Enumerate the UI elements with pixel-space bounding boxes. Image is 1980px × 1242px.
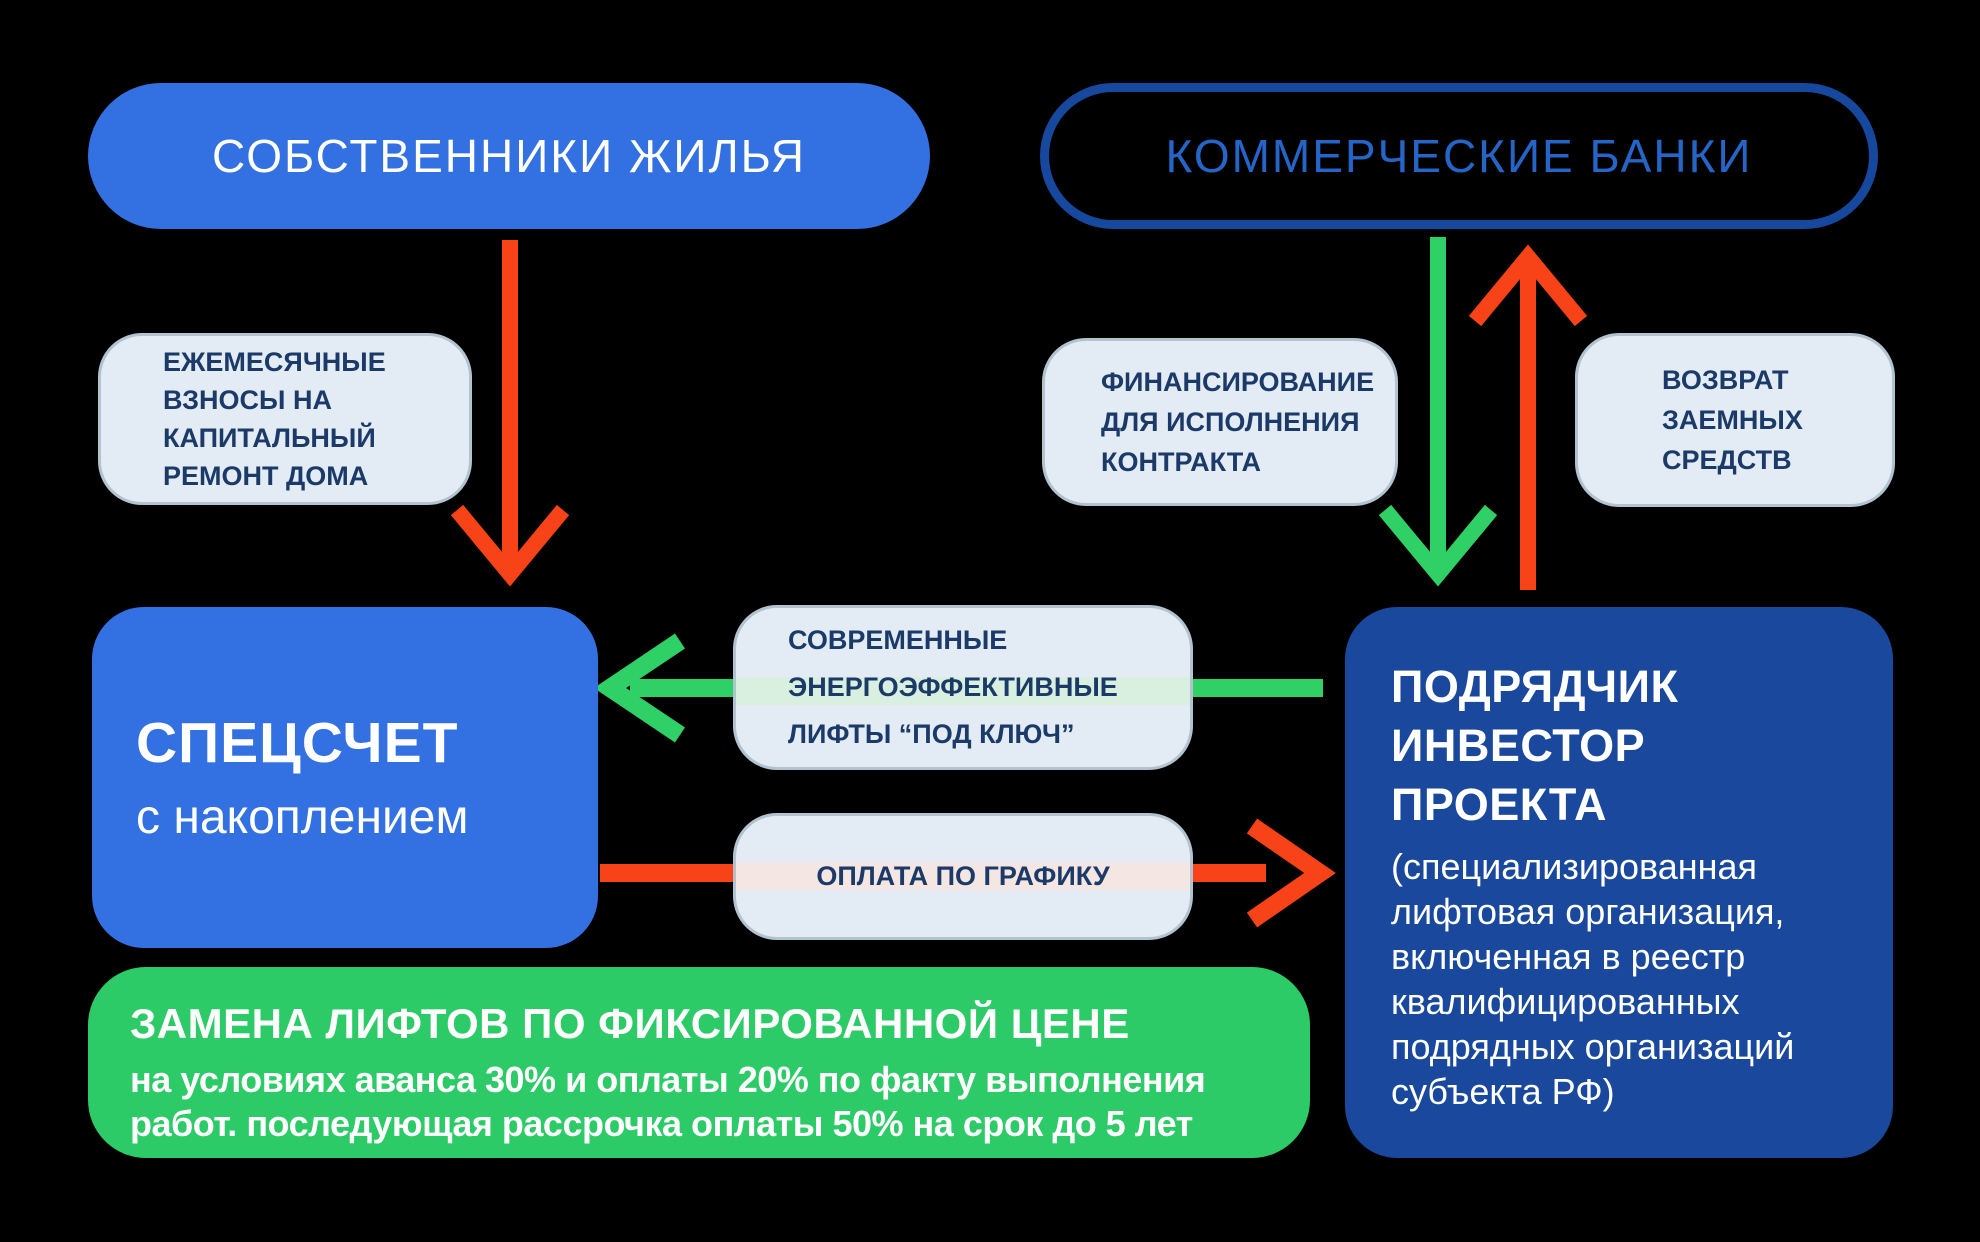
arrow-tint-band <box>736 862 1190 890</box>
label-line: ЕЖЕМЕСЯЧНЫЕ <box>163 347 386 377</box>
fixed-price-title: ЗАМЕНА ЛИФТОВ ПО ФИКСИРОВАННОЙ ЦЕНЕ <box>130 1000 1130 1047</box>
red-down-arrow <box>444 240 576 590</box>
contractor-node: ПОДРЯДЧИК ИНВЕСТОР ПРОЕКТА (специализиро… <box>1345 607 1893 1158</box>
lifts-label-box: СОВРЕМЕННЫЕ ЭНЕРГОЭФФЕКТИВНЫЕ ЛИФТЫ “ПОД… <box>733 605 1193 770</box>
label-line: СРЕДСТВ <box>1662 445 1792 475</box>
label-line: ДЛЯ ИСПОЛНЕНИЯ <box>1101 407 1360 437</box>
label-line: ЛИФТЫ “ПОД КЛЮЧ” <box>788 719 1075 749</box>
green-down-arrow <box>1372 237 1504 590</box>
contractor-title-line: ПОДРЯДЧИК <box>1391 661 1679 712</box>
owners-label: СОБСТВЕННИКИ ЖИЛЬЯ <box>211 130 807 182</box>
contractor-title-line: ПРОЕКТА <box>1391 779 1608 830</box>
fixed-price-banner: ЗАМЕНА ЛИФТОВ ПО ФИКСИРОВАННОЙ ЦЕНЕ на у… <box>88 967 1310 1158</box>
arrow-tint-band <box>736 677 1190 705</box>
loan-return-box: ВОЗВРАТ ЗАЕМНЫХ СРЕДСТВ <box>1575 333 1895 507</box>
label-line: ФИНАНСИРОВАНИЕ <box>1101 367 1375 397</box>
label-line: СОВРЕМЕННЫЕ <box>788 625 1008 655</box>
contract-financing-box: ФИНАНСИРОВАНИЕ ДЛЯ ИСПОЛНЕНИЯ КОНТРАКТА <box>1042 338 1398 506</box>
monthly-contributions-box: ЕЖЕМЕСЯЧНЫЕ ВЗНОСЫ НА КАПИТАЛЬНЫЙ РЕМОНТ… <box>98 333 472 505</box>
red-up-arrow <box>1462 237 1594 590</box>
label-line: РЕМОНТ ДОМА <box>163 461 369 491</box>
payment-label-box: ОПЛАТА ПО ГРАФИКУ <box>733 813 1193 940</box>
banks-label: КОММЕРЧЕСКИЕ БАНКИ <box>1165 130 1753 182</box>
special-account-title: СПЕЦСЧЕТ <box>136 711 459 775</box>
special-account-subtitle: с накоплением <box>136 791 469 844</box>
label-line: ВОЗВРАТ <box>1662 365 1789 395</box>
payment-label: ОПЛАТА ПО ГРАФИКУ <box>816 861 1110 891</box>
fixed-price-line: на условиях аванса 30% и оплаты 20% по ф… <box>130 1059 1206 1100</box>
contractor-description: (специализированная лифтовая организация… <box>1391 846 1795 1112</box>
owners-node: СОБСТВЕННИКИ ЖИЛЬЯ <box>88 83 930 229</box>
label-line: КОНТРАКТА <box>1101 447 1262 477</box>
special-account-node: СПЕЦСЧЕТ с накоплением <box>92 607 598 948</box>
label-line: ЭНЕРГОЭФФЕКТИВНЫЕ <box>788 672 1118 702</box>
fixed-price-line: работ. последующая рассрочка оплаты 50% … <box>130 1103 1193 1144</box>
label-line: ВЗНОСЫ НА <box>163 385 332 415</box>
label-line: ЗАЕМНЫХ <box>1662 405 1803 435</box>
label-line: КАПИТАЛЬНЫЙ <box>163 423 376 453</box>
banks-node: КОММЕРЧЕСКИЕ БАНКИ <box>1040 83 1878 229</box>
contractor-title-line: ИНВЕСТОР <box>1391 720 1646 771</box>
